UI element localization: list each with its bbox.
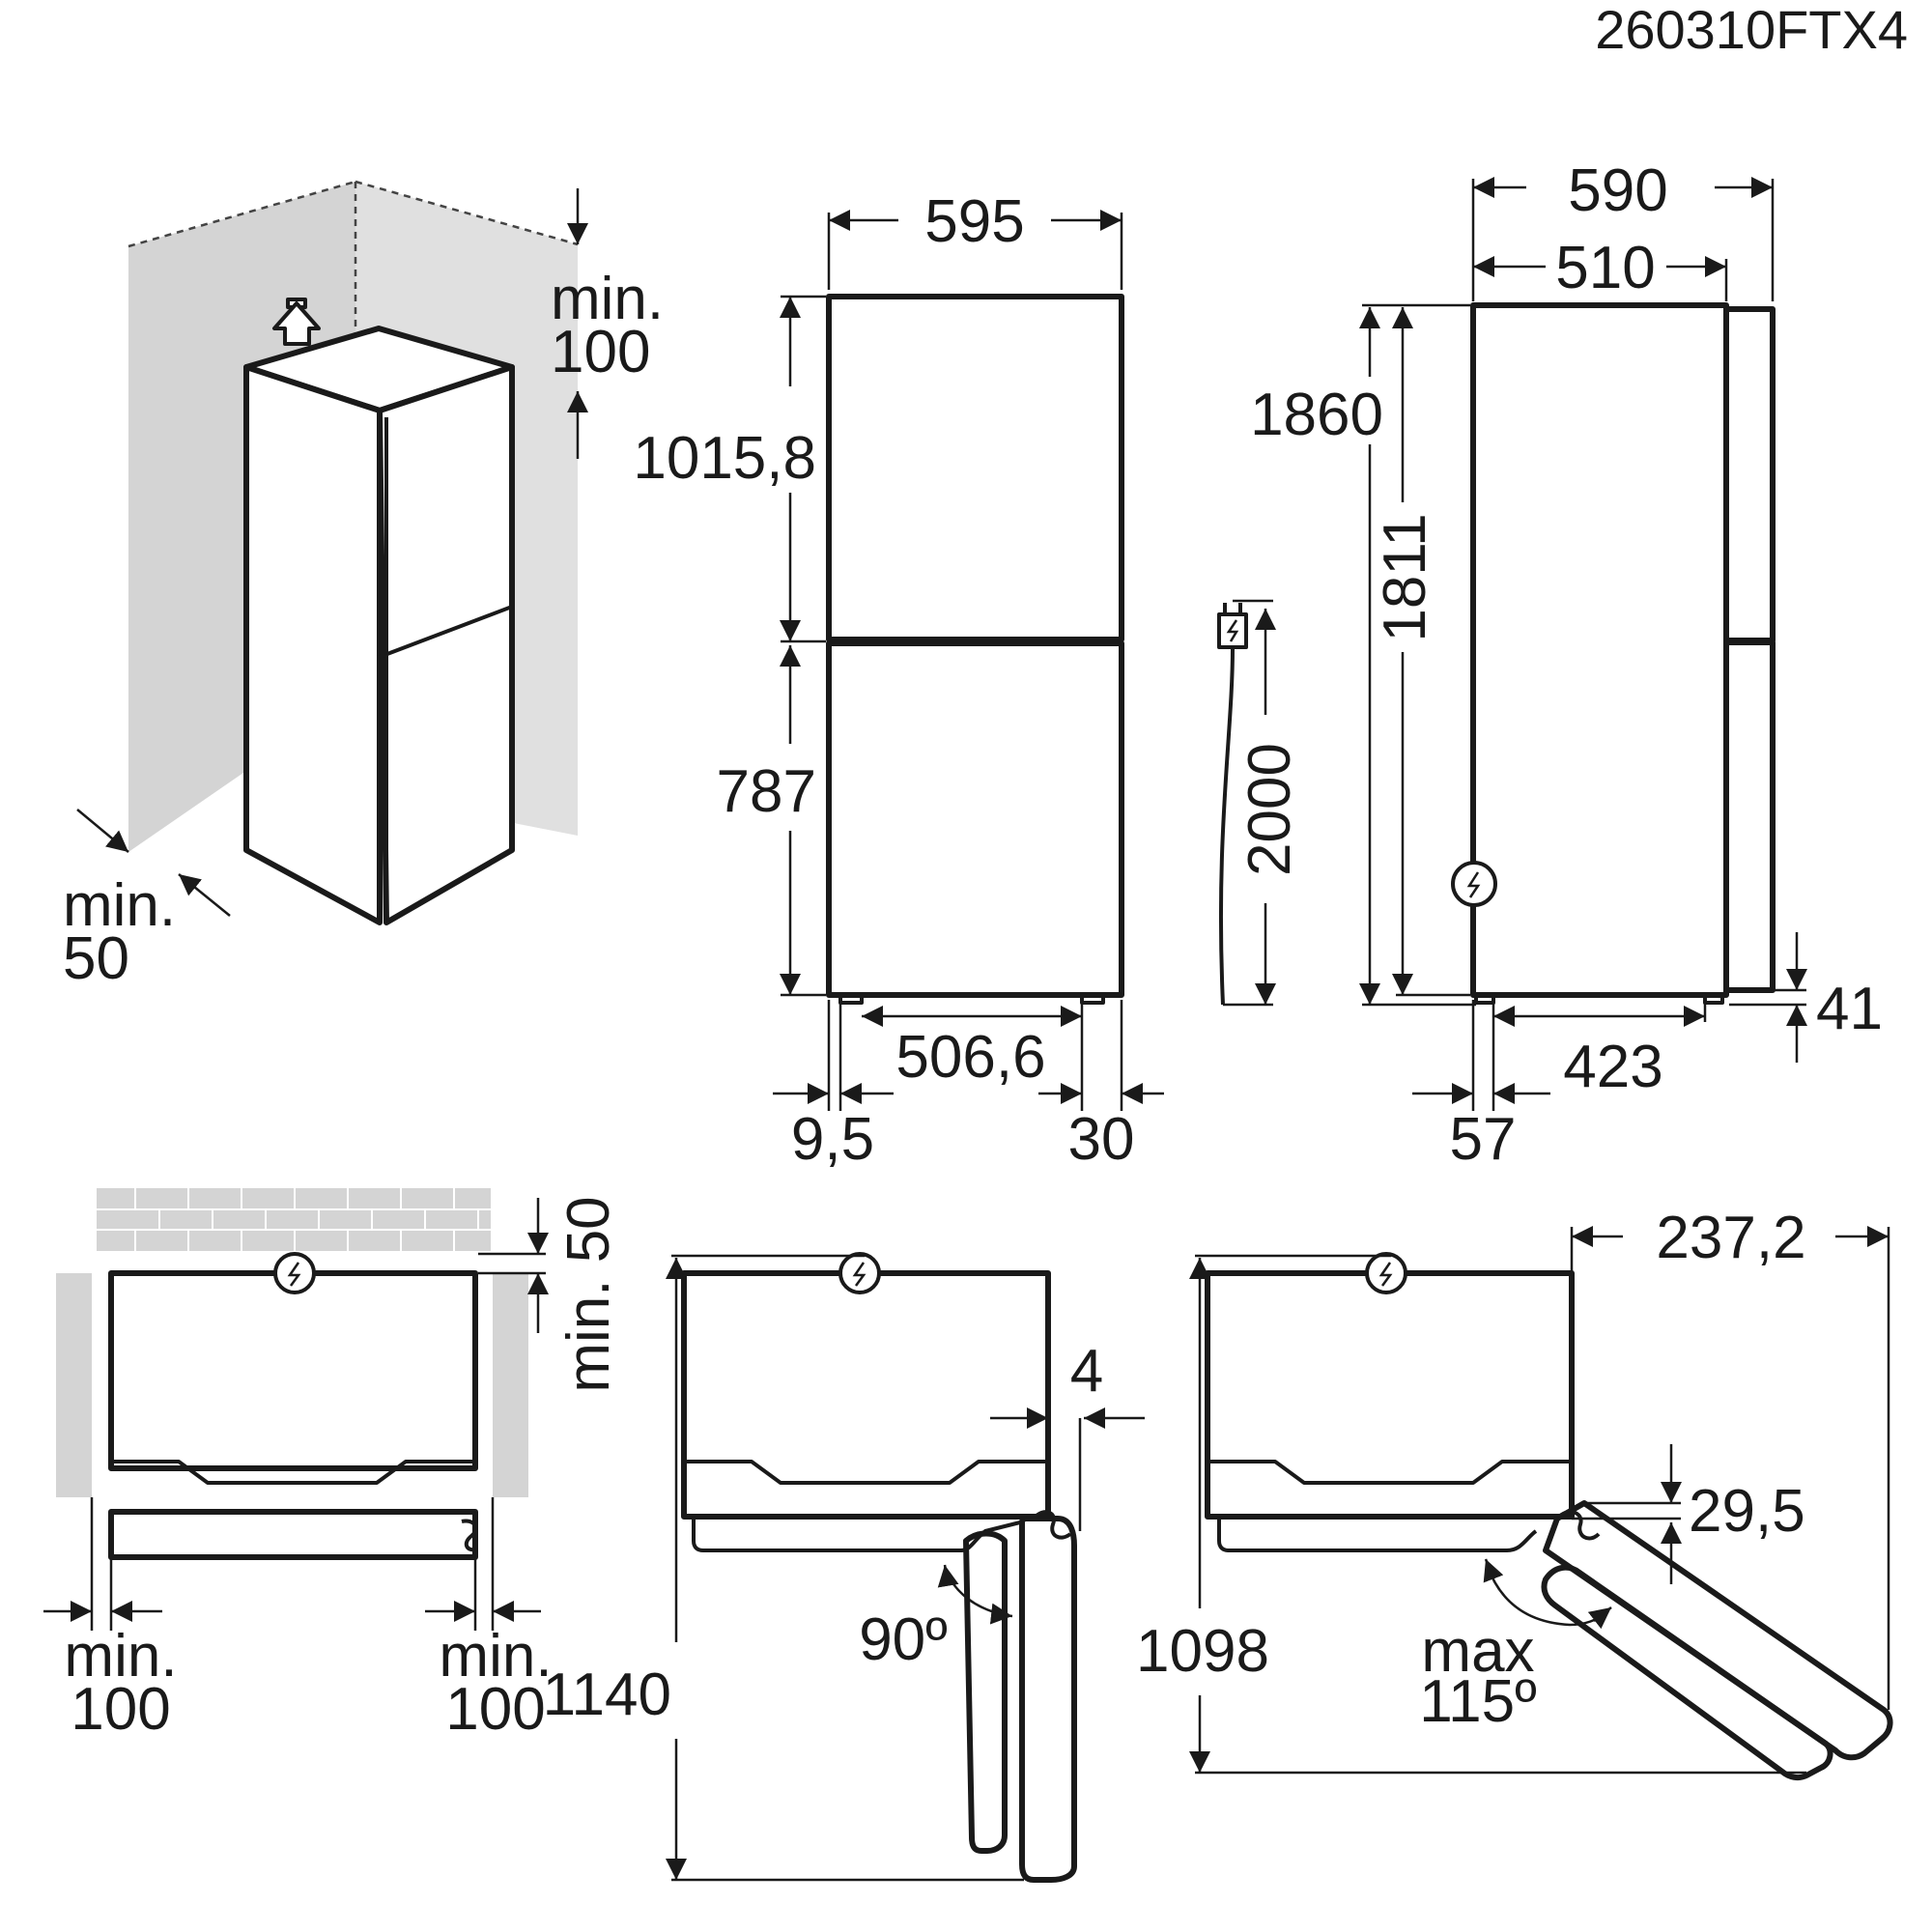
side-body [1470,302,1729,998]
front-freezer-door [826,294,1124,642]
front-freezer-height-label: 1015,8 [633,425,816,492]
d115-lightning-icon [1378,1262,1393,1287]
iso-fridge-front [377,364,515,925]
brick-pattern [97,1188,491,1251]
d115-door-seal [1217,1517,1538,1552]
d90-fridge-body [681,1270,1051,1520]
top-fridge-body [108,1270,478,1471]
top-door [108,1509,478,1560]
d115-hinge [1555,1510,1601,1541]
top-rear-clearance-label: min. 50 [555,1196,622,1392]
front-fridge-height-label: 787 [717,758,816,825]
iso-top-clearance-value: 100 [551,319,650,385]
side-total-depth-label: 590 [1568,157,1667,224]
d90-angle-arc [943,1569,1006,1617]
d90-lightning-icon [852,1262,867,1287]
d115-offset-label: 29,5 [1689,1478,1805,1545]
d90-open-door [1019,1516,1077,1883]
power-connection-icon [1451,861,1497,907]
d115-power-icon [1365,1252,1407,1294]
side-feet-span-label: 423 [1563,1034,1662,1100]
plug-body [1217,612,1248,649]
cable-line [1218,646,1235,1006]
iso-side-clearance-value: 50 [63,925,129,992]
d90-angle-arrow [937,1564,959,1588]
side-door-upper [1723,306,1776,643]
iso-top-clearance-label: min. [551,266,664,332]
side-door-lower [1723,639,1776,993]
air-vent-arrow-icon [272,301,321,346]
front-width-label: 595 [924,188,1024,255]
iso-door-split [379,605,513,659]
power-cable: 2000 [1217,599,1303,1007]
d115-angle-label: max [1421,1618,1534,1685]
top-clearance-view: min. 50 min. 100 min. 100 [43,1188,622,1743]
d115-open-door [1543,1500,1893,1761]
d90-angle-label: 90º [859,1606,948,1673]
wall-top-edge-right [355,180,579,246]
iso-fridge-left-side [243,364,383,925]
side-body-depth-label: 510 [1555,235,1655,301]
front-right-offset-label: 30 [1068,1106,1135,1173]
front-left-offset-label: 9,5 [791,1106,874,1173]
right-side-wall [493,1273,528,1497]
side-body-height-label: 1811 [1372,513,1438,641]
d90-offset-label: 4 [1070,1338,1103,1405]
door-90-view: 1140 90º 4 [543,1252,1145,1883]
front-foot-right [1080,993,1105,1005]
front-fridge-door [826,640,1124,998]
d115-angle-value: 115º [1419,1668,1537,1735]
front-view: 595 1015,8 787 506,6 9,5 30 [633,188,1164,1173]
d115-angle-arrow-2 [1587,1606,1612,1630]
d115-depth-label: 1098 [1136,1618,1269,1685]
d90-hinge [1032,1510,1072,1540]
isometric-view: min. 100 min. 50 [63,180,664,992]
d115-angle-arrow [1483,1558,1504,1583]
power-lightning-icon [1466,871,1481,898]
d115-extension-label: 237,2 [1656,1205,1805,1271]
left-side-wall [56,1273,92,1497]
d115-fridge-body [1205,1270,1575,1520]
iso-side-clearance-arrow-1 [76,809,129,853]
door-115-view: 1098 max 115º 237,2 29,5 [1136,1205,1893,1781]
cable-length-label: 2000 [1236,743,1303,876]
wall-top-edge-left [128,180,356,248]
top-hinge [461,1519,478,1552]
iso-side-clearance-arrow-2 [178,873,231,917]
drawing-code: 260310FTX4 [1595,0,1908,60]
front-foot-left [838,993,864,1005]
side-foot-front [1474,993,1495,1005]
d115-door-inner [1541,1564,1833,1781]
plug-lightning-icon [1226,619,1239,642]
side-view: 590 510 1860 1811 423 57 41 [1250,157,1883,1173]
d90-angle-arrow-2 [989,1603,1013,1625]
side-front-offset-label: 57 [1450,1106,1517,1173]
top-left-clearance-label: min. [64,1623,177,1690]
top-right-clearance-value: 100 [445,1676,545,1743]
top-power-icon [273,1252,316,1294]
front-feet-span-label: 506,6 [895,1024,1045,1091]
top-right-clearance-label: min. [439,1623,552,1690]
top-lightning-icon [287,1262,301,1287]
d90-depth-label: 1140 [543,1662,671,1728]
side-total-height-label: 1860 [1250,382,1383,448]
d115-door-profile [1208,1460,1572,1485]
side-foot-rear [1703,993,1724,1005]
top-left-clearance-value: 100 [71,1676,170,1743]
d90-power-icon [838,1252,881,1294]
iso-side-clearance-label: min. [63,872,176,939]
d90-door-inner [963,1530,1008,1854]
top-door-profile [111,1460,475,1485]
d90-door-profile [684,1460,1048,1485]
side-foot-height-label: 41 [1816,976,1883,1042]
